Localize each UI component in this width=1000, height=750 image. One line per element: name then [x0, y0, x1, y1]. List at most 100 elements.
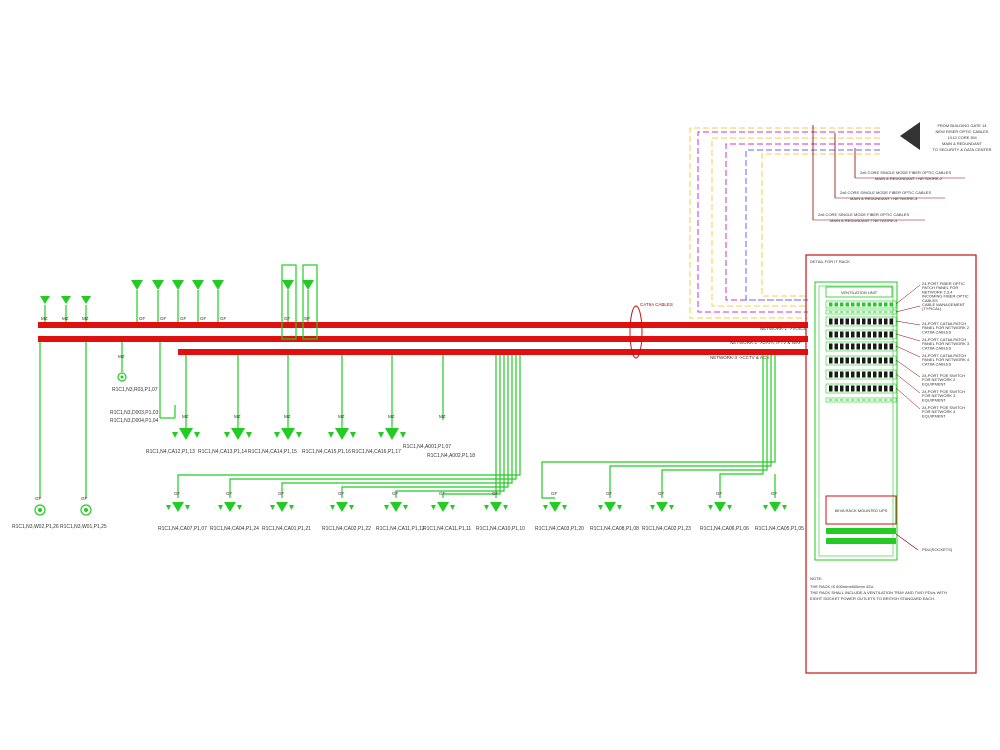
bottom-left-device[interactable]: GF R1C1,N3,W01,P1,25	[60, 496, 107, 530]
rack-panel	[825, 300, 897, 309]
device-tag: GF	[81, 496, 88, 501]
panel-port	[878, 357, 882, 364]
top-device-group-mz: MZ MZ MZ	[40, 296, 91, 321]
wap-device[interactable]: MZ	[81, 296, 91, 321]
panel-port	[884, 385, 888, 392]
wap-device[interactable]: SP	[302, 280, 314, 321]
panel-port	[856, 371, 860, 378]
panel-port	[873, 371, 877, 378]
rack-equipment-panels	[825, 300, 897, 403]
wap-device[interactable]: GF	[152, 280, 167, 321]
wap-device[interactable]: GF	[282, 280, 294, 321]
panel-port	[840, 318, 844, 325]
panel-port	[834, 357, 838, 364]
rack-cabinet	[814, 281, 898, 561]
camera-device[interactable]: GF R1C1,N4,CA01,P1,21	[262, 491, 311, 532]
rack-panel	[825, 355, 897, 366]
rack-callout-line: FOR NETWORK 4	[922, 409, 956, 414]
ups-label: 6KVA RACK MOUNTED UPS	[835, 508, 888, 513]
rack-callout-line: CABLE MANAGEMENT	[922, 302, 965, 307]
device-tag: MZ	[41, 316, 48, 321]
panel-port	[884, 371, 888, 378]
device-tag: GF	[220, 316, 227, 321]
rack-callout-line: 24-PORT CAT6A PATCH	[922, 337, 966, 342]
fiber-callout: 2x6 CORE SINGLE MODE FIBER OPTIC CABLES …	[812, 125, 925, 223]
rack-callout-line: FOR NETWORK 3	[922, 393, 956, 398]
panel-port	[829, 302, 833, 307]
device-label: R1C1,N4,CA05,P1,05	[755, 526, 804, 532]
wap-device[interactable]: GF	[212, 280, 227, 321]
rack-panel	[825, 369, 897, 380]
wap-device[interactable]: MZ	[40, 296, 50, 321]
device-tag: MZ	[62, 316, 69, 321]
device-tag: GF	[658, 491, 665, 496]
fiber-callout: 2x6 CORE SINGLE MODE FIBER OPTIC CABLES …	[834, 133, 945, 201]
network-1-label: NETWORK-1 ->VOICE	[760, 326, 806, 331]
wap-device[interactable]: MZ	[61, 296, 71, 321]
panel-port	[889, 357, 893, 364]
panel-port	[840, 343, 844, 350]
panel-port	[862, 357, 866, 364]
panel-port	[878, 318, 882, 325]
panel-port	[884, 343, 888, 350]
rack-callout-line: 24-PORT CAT6A PATCH	[922, 353, 966, 358]
panel-port	[862, 343, 866, 350]
device-tag: GF	[160, 316, 167, 321]
panel-port	[845, 385, 849, 392]
device-label: R1C1,N4,CA01,P1,21	[262, 526, 311, 532]
panel-port	[884, 311, 888, 313]
rack-note-line: THE RACK SHALL INCLUDE A VENTILATION TRA…	[810, 590, 947, 595]
device-label: R1C1,N4,CA02,P1,22	[322, 526, 371, 532]
device-tag: MZ	[234, 414, 241, 419]
panel-port	[873, 302, 877, 307]
device-tag: GF	[278, 491, 285, 496]
device-tag: MZ	[284, 414, 291, 419]
device-label: R1C1,N4,CA06,P1,06	[700, 526, 749, 532]
panel-port	[867, 357, 871, 364]
panel-port	[851, 357, 855, 364]
rack-callout-line: CABLES	[922, 298, 938, 303]
rack-panel	[825, 329, 897, 340]
rack-callout-line: (TYPICAL)	[922, 306, 942, 311]
wap-device[interactable]: GF	[192, 280, 207, 321]
panel-port	[851, 343, 855, 350]
rack-note-title: NOTE:	[810, 576, 822, 581]
bottom-row-devices: GFR1C1,N4,CA07,P1,07GFR1C1,N4,CA04,P1,24…	[158, 491, 804, 532]
panel-port	[856, 331, 860, 338]
panel-port	[851, 331, 855, 338]
panel-port	[873, 357, 877, 364]
wap-device[interactable]: GF	[172, 280, 187, 321]
network-3-label: NETWORK-3 ->CCTV & ACS	[710, 355, 769, 360]
wap-device[interactable]: GF	[131, 280, 146, 321]
device-label: R1C1,N4,A002,P1,18	[427, 453, 475, 459]
bottom-left-device[interactable]: GF R1C1,N3,W02,P1,26	[12, 496, 59, 530]
panel-port	[878, 331, 882, 338]
panel-port	[873, 399, 877, 401]
rack-callout-line: 24-PORT POE SWITCH	[922, 405, 965, 410]
device-tag: GF	[200, 316, 207, 321]
left-device[interactable]: MZ R1C1,N3,R03,P1,07	[112, 354, 158, 393]
panel-port	[840, 357, 844, 364]
